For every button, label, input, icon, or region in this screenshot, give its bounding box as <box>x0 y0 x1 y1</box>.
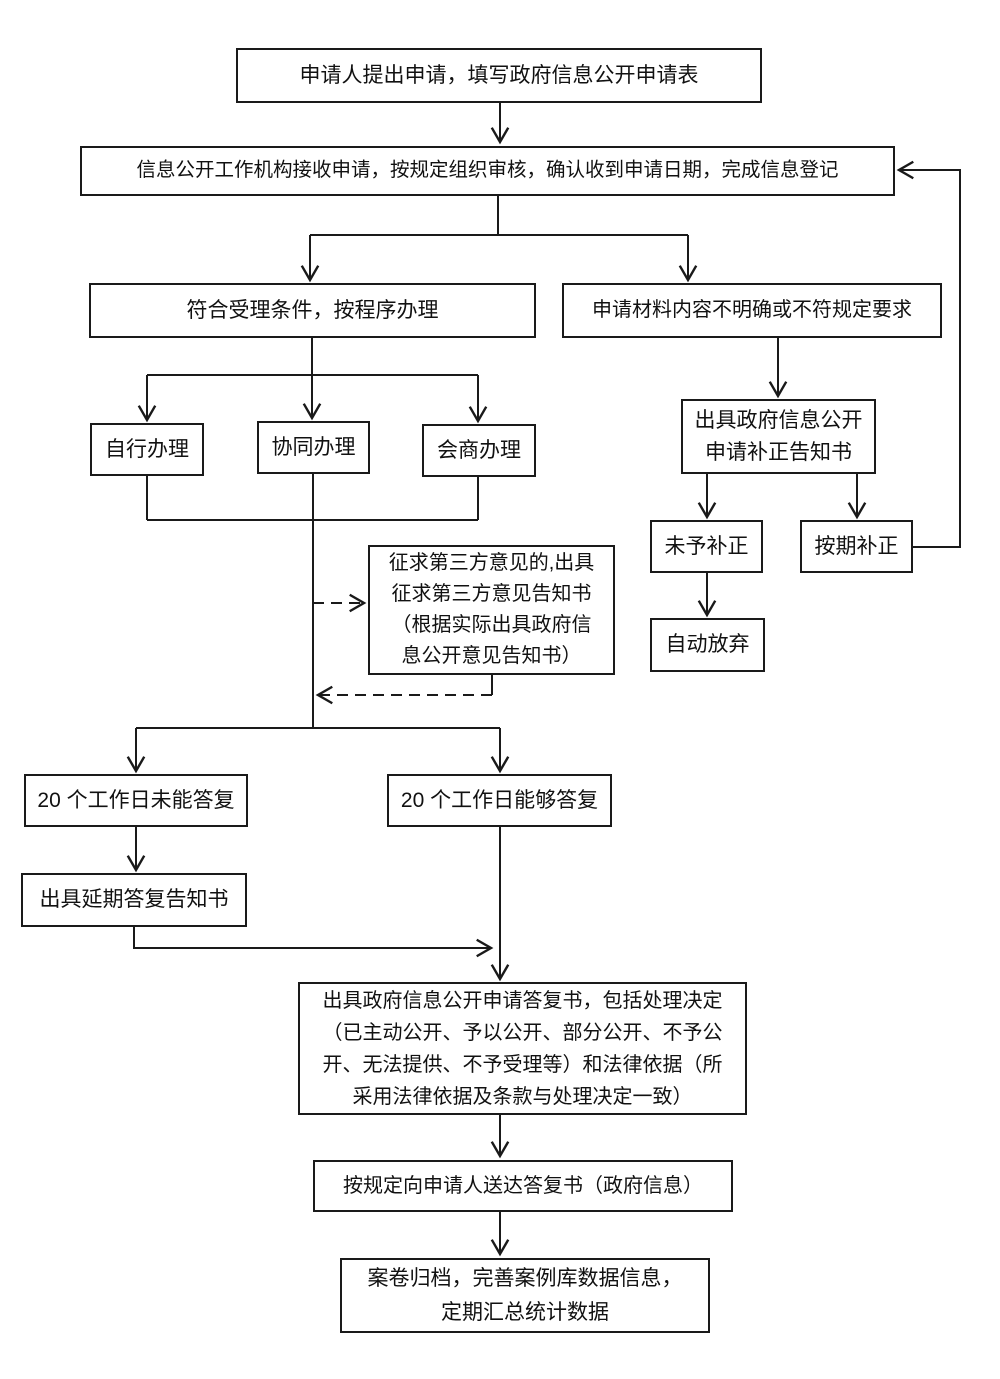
node-accept: 符合受理条件，按程序办理 <box>89 283 536 338</box>
node-third-party-notice: 征求第三方意见的,出具 征求第三方意见告知书 （根据实际出具政府信 息公开意见告… <box>368 545 615 675</box>
node-over-20-days: 20 个工作日未能答复 <box>24 774 248 827</box>
node-deliver-reply: 按规定向申请人送达答复书（政府信息） <box>313 1160 733 1212</box>
node-within-20-days: 20 个工作日能够答复 <box>387 774 612 827</box>
node-unclear: 申请材料内容不明确或不符规定要求 <box>562 283 942 338</box>
node-self-handle: 自行办理 <box>90 423 204 476</box>
edge-delay-merge <box>133 927 494 958</box>
node-reply-decision: 出具政府信息公开申请答复书，包括处理决定 （已主动公开、予以公开、部分公开、不予… <box>298 982 747 1115</box>
node-correction-on-time: 按期补正 <box>800 520 913 573</box>
node-consult-handle: 会商办理 <box>422 424 536 477</box>
node-correction-notice: 出具政府信息公开 申请补正告知书 <box>681 399 876 474</box>
node-no-correction: 未予补正 <box>650 520 763 573</box>
edge-loopback-to-receive <box>896 160 961 548</box>
node-receive: 信息公开工作机构接收申请，按规定组织审核，确认收到申请日期，完成信息登记 <box>80 146 895 196</box>
node-apply: 申请人提出申请，填写政府信息公开申请表 <box>236 48 762 103</box>
node-joint-handle: 协同办理 <box>257 421 370 474</box>
node-archive: 案卷归档，完善案例库数据信息， 定期汇总统计数据 <box>340 1258 710 1333</box>
node-auto-abandon: 自动放弃 <box>650 618 765 672</box>
node-delay-notice: 出具延期答复告知书 <box>21 873 247 927</box>
